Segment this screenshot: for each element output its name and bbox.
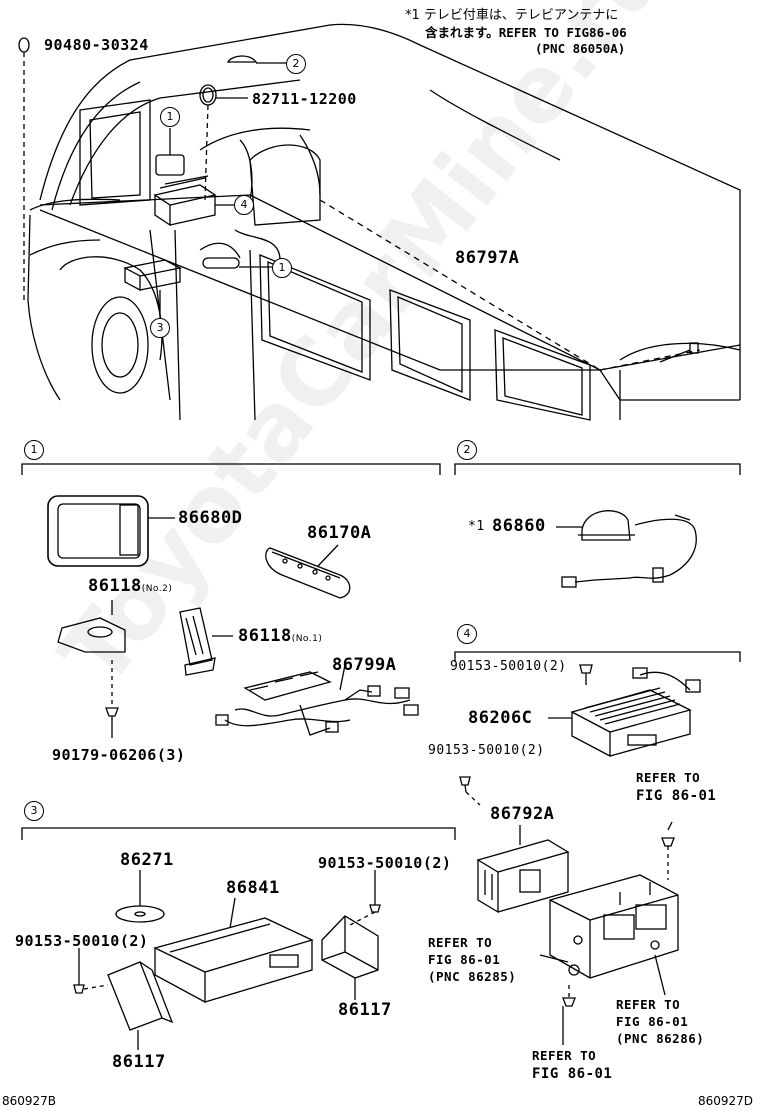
part-86170A: 86170A — [307, 523, 372, 543]
section-3-label: 3 — [24, 801, 44, 821]
part-86797A: 86797A — [455, 248, 520, 268]
part-86118-no2-sub: (No.2) — [141, 584, 173, 594]
part-90480-30324: 90480-30324 — [44, 36, 149, 54]
part-86841: 86841 — [226, 878, 280, 898]
van-parts — [18, 37, 286, 318]
callout-1a: 1 — [160, 107, 180, 127]
section-3-parts — [73, 870, 381, 1050]
part-86680D: 86680D — [178, 508, 243, 528]
callout-1b: 1 — [272, 258, 292, 278]
section-4-label: 4 — [457, 624, 477, 644]
ref2-line2: FIG 86-01 — [428, 951, 501, 967]
part-86860-note-marker: *1 — [468, 519, 485, 534]
ref4-line2: FIG 86-01 — [532, 1065, 613, 1082]
ref3-line2: FIG 86-01 — [616, 1013, 689, 1029]
note-line1: *1 テレビ付車は、テレビアンテナに — [405, 8, 619, 23]
section-1-label: 1 — [24, 440, 44, 460]
part-86206C: 86206C — [468, 708, 533, 728]
ref2-line3: (PNC 86285) — [428, 968, 517, 984]
part-86118-no2-number: 86118 — [88, 576, 142, 596]
refer-fig-86-01-pnc86285: REFER TO FIG 86-01 (PNC 86285) — [428, 935, 516, 986]
note-line3: (PNC 86050A) — [535, 41, 626, 57]
callout-4: 4 — [234, 195, 254, 215]
refer-fig-86-01-pnc86286: REFER TO FIG 86-01 (PNC 86286) — [616, 997, 704, 1048]
section-2-parts — [556, 510, 697, 588]
part-86118-no2: 86118(No.2) — [88, 578, 172, 595]
part-86117-right: 86117 — [338, 1000, 392, 1020]
part-86118-no1: 86118(No.1) — [238, 628, 322, 645]
part-82711-12200: 82711-12200 — [252, 90, 357, 108]
section-2-label: 2 — [457, 440, 477, 460]
part-90153-50010-mid: 90153-50010(2) — [428, 743, 545, 758]
note-tv-antenna: *1 テレビ付車は、テレビアンテナに 含まれます。REFER TO FIG86-… — [405, 8, 627, 57]
ref4-line1: REFER TO — [532, 1048, 597, 1063]
part-90153-50010-left: 90153-50010(2) — [15, 932, 149, 950]
caption-left: 860927B — [2, 1094, 57, 1108]
section-4-parts — [459, 664, 701, 1045]
part-86860: 86860 — [492, 516, 546, 536]
ref1-line2: FIG 86-01 — [636, 787, 717, 804]
part-86118-no1-sub: (No.1) — [291, 634, 323, 644]
section-1-parts — [47, 495, 419, 738]
part-86799A: 86799A — [332, 655, 397, 675]
ref3-line3: (PNC 86286) — [616, 1030, 705, 1046]
part-86117-left: 86117 — [112, 1052, 166, 1072]
part-90179-06206: 90179-06206(3) — [52, 746, 186, 764]
part-86118-no1-number: 86118 — [238, 626, 292, 646]
caption-right: 860927D — [698, 1094, 754, 1108]
van-body-illustration — [27, 23, 741, 421]
ref3-line1: REFER TO — [616, 997, 681, 1012]
note-line2: 含まれます。REFER TO FIG86-06 — [425, 24, 627, 40]
callout-2: 2 — [286, 54, 306, 74]
ref1-line1: REFER TO — [636, 770, 701, 785]
part-90153-50010-top: 90153-50010(2) — [450, 659, 567, 674]
refer-fig-86-01-bottom: REFER TO FIG 86-01 — [532, 1048, 612, 1084]
part-90153-50010-right: 90153-50010(2) — [318, 854, 452, 872]
part-86792A: 86792A — [490, 804, 555, 824]
callout-3: 3 — [150, 318, 170, 338]
part-86271: 86271 — [120, 850, 174, 870]
ref2-line1: REFER TO — [428, 935, 493, 950]
section-dividers — [21, 463, 741, 840]
refer-fig-86-01-top: REFER TO FIG 86-01 — [636, 770, 716, 806]
